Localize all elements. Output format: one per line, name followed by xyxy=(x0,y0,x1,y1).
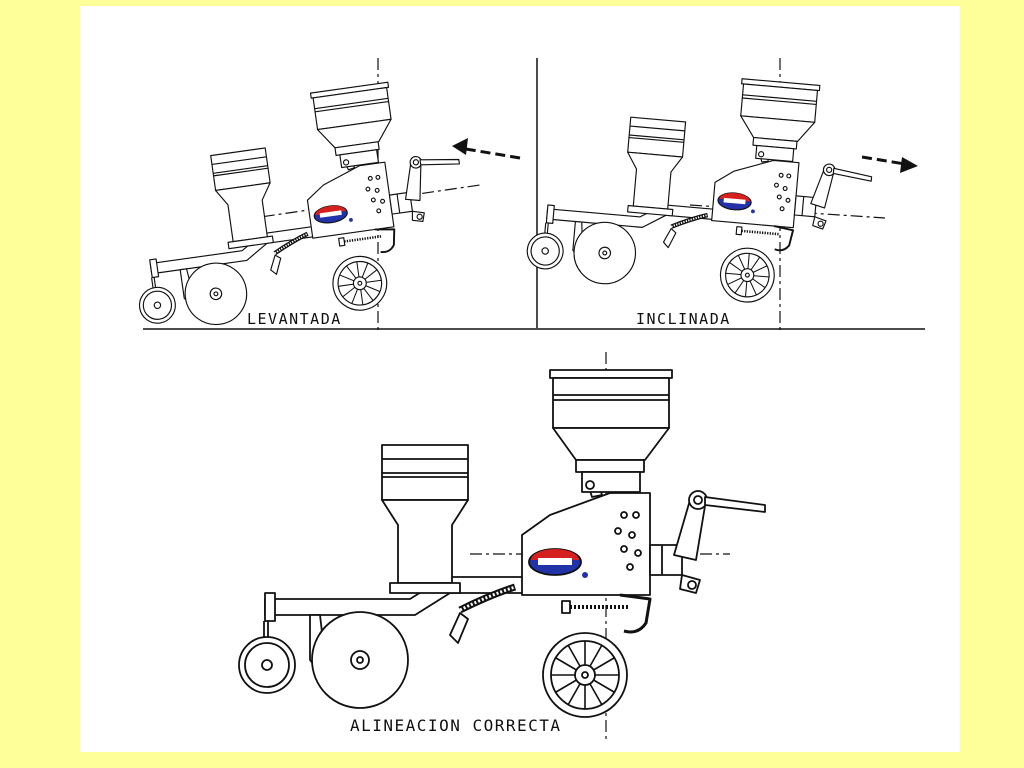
label-alineacion-correcta: ALINEACION CORRECTA xyxy=(350,716,562,735)
planter-tilted xyxy=(524,58,918,330)
planter-aligned xyxy=(239,352,765,740)
label-levantada: LEVANTADA xyxy=(247,310,342,328)
label-inclinada: INCLINADA xyxy=(636,310,731,328)
drawing-sheet xyxy=(80,6,960,752)
planter-raised xyxy=(113,58,521,341)
